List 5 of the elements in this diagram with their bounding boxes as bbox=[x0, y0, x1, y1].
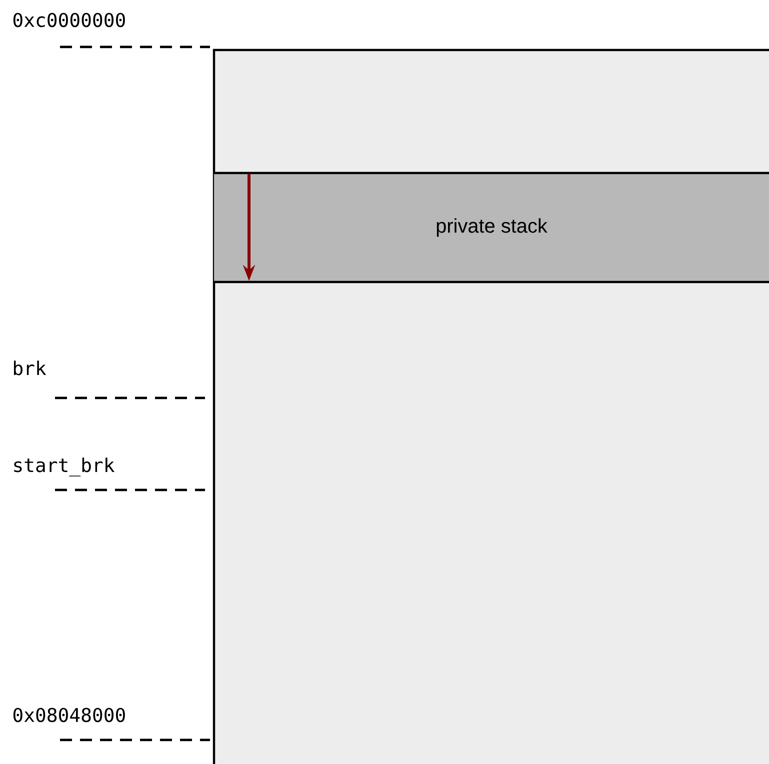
address-label: 0x08048000 bbox=[13, 708, 125, 722]
address-label: brk bbox=[14, 360, 46, 376]
stack-band: private stack bbox=[214, 172, 769, 284]
address-label: start_brk bbox=[14, 458, 114, 476]
address-label: 0xc0000000 bbox=[13, 12, 125, 28]
